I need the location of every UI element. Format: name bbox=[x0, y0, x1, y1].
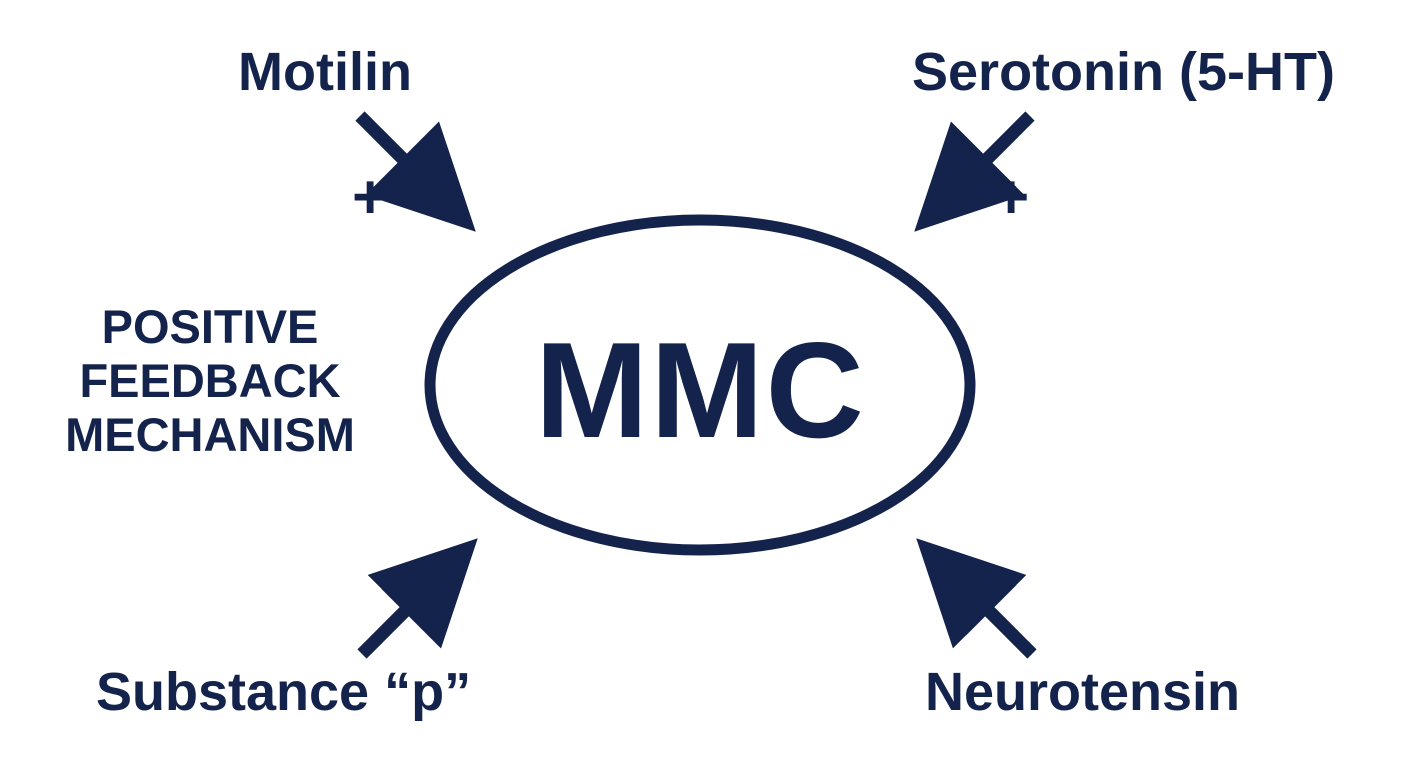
motilin-arrow bbox=[355, 111, 476, 232]
feedback-line-1: POSITIVE bbox=[101, 300, 319, 353]
neurotensin-arrow bbox=[916, 538, 1037, 659]
mmc-label: MMC bbox=[535, 314, 866, 466]
serotonin-arrow bbox=[914, 111, 1035, 232]
neurotensin-label: Neurotensin bbox=[925, 662, 1241, 722]
mmc-ellipse bbox=[424, 214, 976, 556]
serotonin-plus-sign: + bbox=[993, 163, 1030, 232]
feedback-line-3: MECHANISM bbox=[65, 408, 355, 461]
motilin-plus-sign: + bbox=[352, 163, 389, 232]
positive-feedback-note: POSITIVE FEEDBACK MECHANISM bbox=[40, 300, 380, 462]
substance-p-arrow bbox=[357, 538, 478, 659]
motilin-label: Motilin bbox=[238, 42, 412, 102]
serotonin-label: Serotonin (5-HT) bbox=[912, 42, 1335, 102]
feedback-line-2: FEEDBACK bbox=[79, 354, 341, 407]
substance-p-label: Substance “p” bbox=[96, 662, 472, 722]
